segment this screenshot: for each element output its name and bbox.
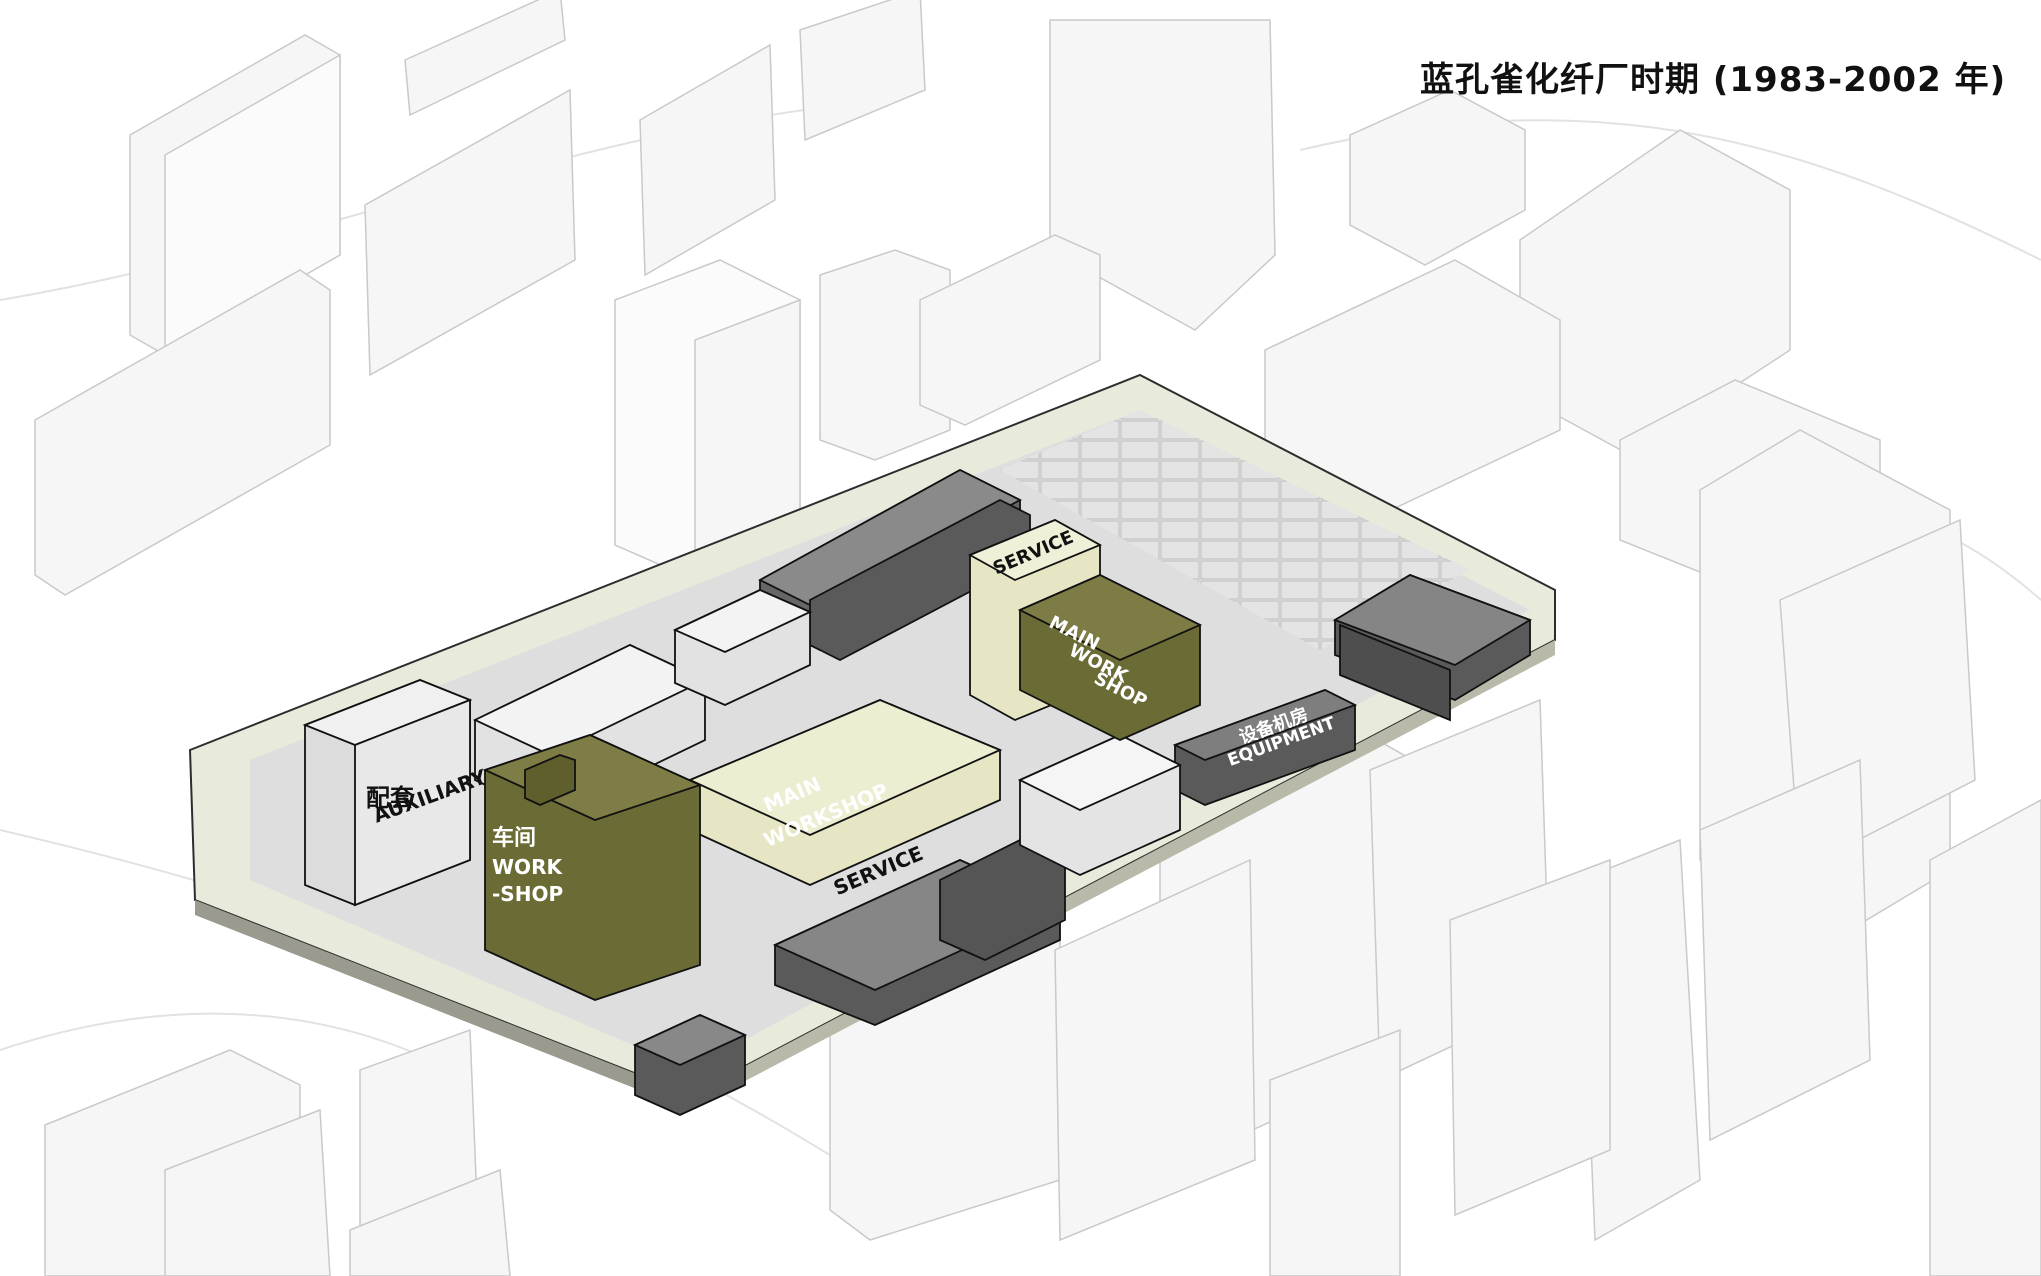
label-workshop-en-1: WORK (492, 855, 562, 879)
label-workshop-cn: 车间 (492, 826, 537, 851)
auxiliary-buildings (302, 589, 1183, 907)
diagram-title: 蓝孔雀化纤厂时期 (1983-2002 年) (1420, 60, 2007, 100)
label-workshop-en-2: -SHOP (492, 882, 564, 906)
main-workshops (482, 574, 1203, 1001)
context-buildings (34, 0, 2041, 1276)
label-auxiliary-cn: 配套 (366, 784, 414, 812)
equipment-buildings (632, 468, 1533, 1116)
